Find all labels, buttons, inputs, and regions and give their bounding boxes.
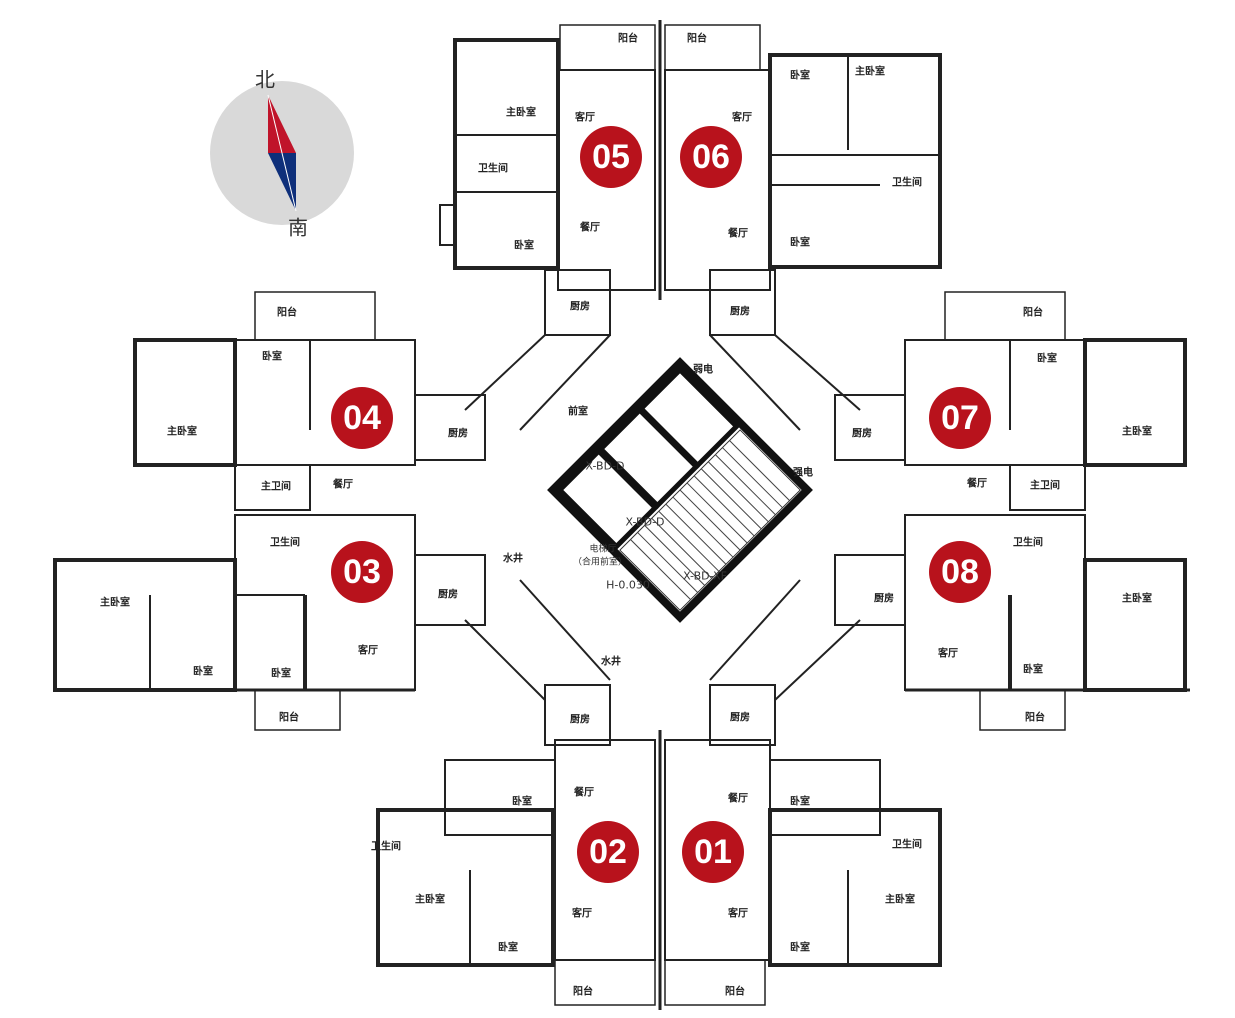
room-label: 卧室 xyxy=(271,668,291,680)
room-label: 卧室 xyxy=(514,240,534,252)
room-label: 主卧室 xyxy=(100,597,130,609)
room-label: 客厅 xyxy=(732,112,752,124)
room-label: 阳台 xyxy=(1025,712,1045,724)
room-label: 厨房 xyxy=(570,301,590,313)
compass-icon xyxy=(210,81,354,225)
room-label: 厨房 xyxy=(730,712,750,724)
room-label: 主卧室 xyxy=(1122,426,1152,438)
room-label: 卫生间 xyxy=(1013,537,1043,549)
room-label: 卫生间 xyxy=(371,841,401,853)
water-shaft-label: 水井 xyxy=(503,553,523,565)
room-label: 餐厅 xyxy=(580,222,600,234)
front-room-label: 前室 xyxy=(568,406,588,418)
room-label: 卧室 xyxy=(262,351,282,363)
unit-badge-01: 01 xyxy=(682,821,744,883)
room-label: 客厅 xyxy=(938,648,958,660)
room-label: 客厅 xyxy=(575,112,595,124)
room-label: 卫生间 xyxy=(892,177,922,189)
room-label: 餐厅 xyxy=(333,479,353,491)
room-label: 卫生间 xyxy=(892,839,922,851)
elevator-label: X-BD-XF xyxy=(683,569,727,583)
room-label: 卫生间 xyxy=(478,163,508,175)
room-label: 卧室 xyxy=(1037,353,1057,365)
weak-power-label: 弱电 xyxy=(693,364,713,376)
room-label: 卧室 xyxy=(790,796,810,808)
room-label: 卧室 xyxy=(790,237,810,249)
strong-power-label: 强电 xyxy=(793,467,813,479)
room-label: 阳台 xyxy=(687,33,707,45)
room-label: 卧室 xyxy=(1023,664,1043,676)
room-label: 餐厅 xyxy=(574,787,594,799)
unit-badge-04: 04 xyxy=(331,387,393,449)
room-label: 厨房 xyxy=(448,428,468,440)
room-label: 卧室 xyxy=(498,942,518,954)
room-label: 客厅 xyxy=(358,645,378,657)
compass-south-label: 南 xyxy=(288,215,308,240)
room-label: 主卫间 xyxy=(1030,480,1060,492)
room-label: 主卧室 xyxy=(506,107,536,119)
room-label: 厨房 xyxy=(874,593,894,605)
room-label: 客厅 xyxy=(728,908,748,920)
unit-badge-02: 02 xyxy=(577,821,639,883)
room-label: 厨房 xyxy=(438,589,458,601)
room-label: 阳台 xyxy=(725,986,745,998)
room-label: 卧室 xyxy=(790,942,810,954)
room-label: 客厅 xyxy=(572,908,592,920)
room-label: 主卫间 xyxy=(261,481,291,493)
room-label: 阳台 xyxy=(277,307,297,319)
room-label: 阳台 xyxy=(573,986,593,998)
room-label: 卧室 xyxy=(512,796,532,808)
unit-badge-05: 05 xyxy=(580,126,642,188)
room-label: 餐厅 xyxy=(967,478,987,490)
room-label: 厨房 xyxy=(570,714,590,726)
room-label: 阳台 xyxy=(618,33,638,45)
room-label: 卧室 xyxy=(790,70,810,82)
lobby-label: 电梯厅 xyxy=(589,544,617,555)
unit-badge-06: 06 xyxy=(680,126,742,188)
lobby-sub-label: （合用前室） xyxy=(572,557,628,568)
elevation-label: H-0.030 xyxy=(606,578,650,592)
room-label: 主卧室 xyxy=(167,426,197,438)
room-label: 主卧室 xyxy=(415,894,445,906)
room-label: 厨房 xyxy=(730,306,750,318)
unit-badge-03: 03 xyxy=(331,541,393,603)
room-label: 主卧室 xyxy=(855,66,885,78)
room-label: 餐厅 xyxy=(728,793,748,805)
room-label: 厨房 xyxy=(852,428,872,440)
room-label: 阳台 xyxy=(1023,307,1043,319)
room-label: 主卧室 xyxy=(1122,593,1152,605)
compass-north-label: 北 xyxy=(255,67,275,92)
room-label: 阳台 xyxy=(279,712,299,724)
unit-badge-08: 08 xyxy=(929,541,991,603)
room-label: 卧室 xyxy=(193,666,213,678)
room-label: 主卧室 xyxy=(885,894,915,906)
unit-badge-07: 07 xyxy=(929,387,991,449)
room-label: 餐厅 xyxy=(728,228,748,240)
water-shaft-label: 水井 xyxy=(601,656,621,668)
elevator-label: X-BD-D xyxy=(625,515,665,529)
elevator-label: X-BD-D xyxy=(585,459,625,473)
room-label: 卫生间 xyxy=(270,537,300,549)
